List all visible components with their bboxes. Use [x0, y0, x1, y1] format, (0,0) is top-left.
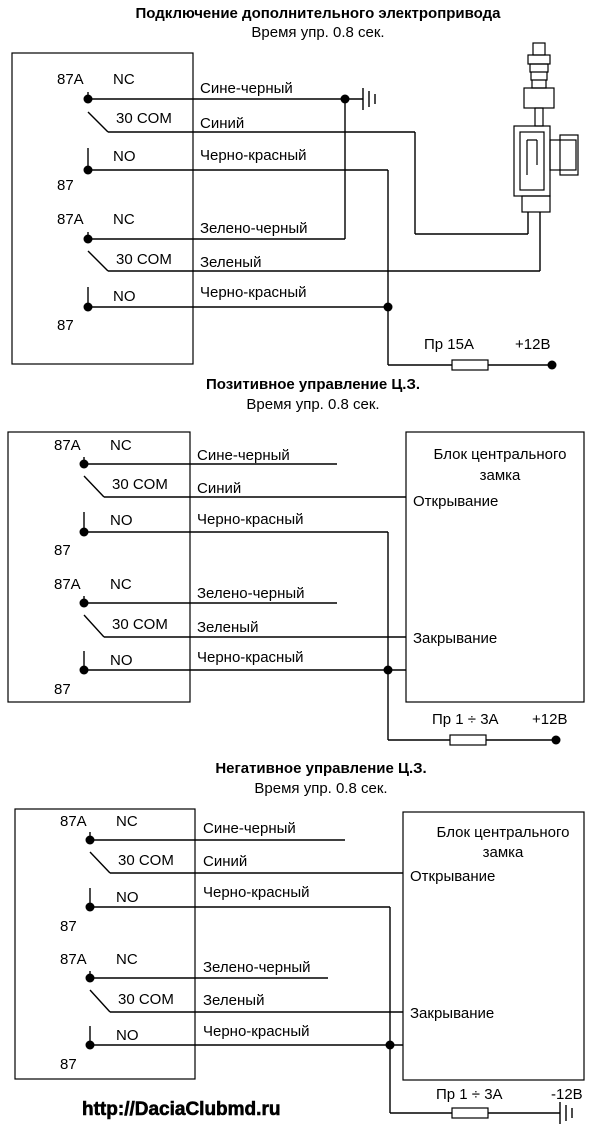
open-label: Открывание: [410, 868, 495, 885]
relay2-no-pin: 87: [57, 317, 74, 334]
relay2-nc-label: NC: [113, 211, 135, 228]
wire-label: Черно-красный: [200, 284, 307, 301]
wire-label: Зеленый: [203, 992, 264, 1009]
section-positive-control: Позитивное управление Ц.З. Время упр. 0.…: [7, 376, 585, 746]
wire-label: Синий: [197, 480, 241, 497]
section-negative-control: Негативное управление Ц.З. Время упр. 0.…: [14, 760, 585, 1124]
relay2-no-label: NO: [110, 652, 133, 669]
relay2-nc-label: NC: [116, 951, 138, 968]
central-lock-block: [402, 811, 585, 1081]
relay1-no-label: NO: [113, 148, 136, 165]
supply-terminal: [551, 735, 561, 745]
ground-icon: [559, 1102, 573, 1124]
relay1-no-pin: 87: [54, 542, 71, 559]
open-label: Открывание: [413, 493, 498, 510]
wire-label: Зеленый: [200, 254, 261, 271]
terminal-dot: [83, 94, 93, 104]
relay2-no-label: NO: [116, 1027, 139, 1044]
fuse-label: Пр 1 ÷ 3А: [432, 711, 499, 728]
wire-label: Черно-красный: [200, 147, 307, 164]
relay1-nc-pin: 87A: [54, 437, 81, 454]
ground-icon: [362, 88, 376, 110]
terminal-dot: [79, 459, 89, 469]
relay2-no-pin: 87: [60, 1056, 77, 1073]
watermark-url: http://DaciaClubmd.ru: [82, 1099, 280, 1120]
relay2-com-label: 30 COM: [116, 251, 172, 268]
wire-label: Зеленый: [197, 619, 258, 636]
terminal-dot: [85, 835, 95, 845]
terminal-dot: [83, 302, 93, 312]
section-subtitle: Время упр. 0.8 сек.: [246, 396, 379, 413]
section-title: Позитивное управление Ц.З.: [206, 376, 420, 393]
relay1-nc-label: NC: [116, 813, 138, 830]
relay1-no-pin: 87: [57, 177, 74, 194]
wire-label: Зелено-черный: [200, 220, 308, 237]
relay1-com-label: 30 COM: [118, 852, 174, 869]
terminal-dot: [83, 165, 93, 175]
block-title-line1: Блок центрального: [434, 446, 567, 463]
relay2-com-label: 30 COM: [112, 616, 168, 633]
relay1-nc-pin: 87A: [60, 813, 87, 830]
close-label: Закрывание: [410, 1005, 494, 1022]
wire-label: Сине-черный: [200, 80, 293, 97]
terminal-dot: [79, 527, 89, 537]
fuse-icon: [451, 359, 489, 371]
block-title-line2: замка: [483, 844, 524, 861]
actuator-icon: [513, 42, 579, 234]
wire-label: Синий: [200, 115, 244, 132]
terminal-dot: [79, 665, 89, 675]
relay-module-box: [14, 808, 196, 1080]
block-title-line1: Блок центрального: [437, 824, 570, 841]
relay2-no-label: NO: [113, 288, 136, 305]
supply-label: -12В: [551, 1086, 583, 1103]
wire-label: Зелено-черный: [197, 585, 305, 602]
relay1-nc-pin: 87A: [57, 71, 84, 88]
supply-terminal: [547, 360, 557, 370]
wire-label: Черно-красный: [203, 884, 310, 901]
relay2-nc-pin: 87A: [57, 211, 84, 228]
wire-label: Черно-красный: [203, 1023, 310, 1040]
wire-label: Синий: [203, 853, 247, 870]
relay2-no-pin: 87: [54, 681, 71, 698]
relay2-com-label: 30 COM: [118, 991, 174, 1008]
wire-label: Сине-черный: [197, 447, 290, 464]
wire-label: Зелено-черный: [203, 959, 311, 976]
relay2-nc-pin: 87A: [60, 951, 87, 968]
relay1-no-pin: 87: [60, 918, 77, 935]
supply-label: +12В: [515, 336, 550, 353]
relay1-com-label: 30 COM: [112, 476, 168, 493]
section-title: Подключение дополнительного электроприво…: [135, 5, 501, 22]
wire-label: Черно-красный: [197, 511, 304, 528]
relay-module-box: [11, 52, 194, 365]
fuse-label: Пр 1 ÷ 3А: [436, 1086, 503, 1103]
relay1-com-label: 30 COM: [116, 110, 172, 127]
relay1-nc-label: NC: [110, 437, 132, 454]
terminal-dot: [85, 973, 95, 983]
fuse-icon: [449, 734, 487, 746]
close-label: Закрывание: [413, 630, 497, 647]
relay2-nc-label: NC: [110, 576, 132, 593]
terminal-dot: [83, 234, 93, 244]
fuse-icon: [451, 1107, 489, 1119]
section-subtitle: Время упр. 0.8 сек.: [251, 24, 384, 41]
fuse-label: Пр 15А: [424, 336, 474, 353]
wire-label: Сине-черный: [203, 820, 296, 837]
section-subtitle: Время упр. 0.8 сек.: [254, 780, 387, 797]
relay1-nc-label: NC: [113, 71, 135, 88]
relay1-no-label: NO: [110, 512, 133, 529]
supply-label: +12В: [532, 711, 567, 728]
block-title-line2: замка: [480, 467, 521, 484]
terminal-dot: [79, 598, 89, 608]
relay1-no-label: NO: [116, 889, 139, 906]
central-lock-block: [405, 431, 585, 703]
terminal-dot: [85, 902, 95, 912]
section-actuator: Подключение дополнительного электроприво…: [11, 5, 579, 371]
wire-label: Черно-красный: [197, 649, 304, 666]
relay2-nc-pin: 87A: [54, 576, 81, 593]
section-title: Негативное управление Ц.З.: [215, 760, 426, 777]
relay-module-box: [7, 431, 191, 703]
terminal-dot: [85, 1040, 95, 1050]
